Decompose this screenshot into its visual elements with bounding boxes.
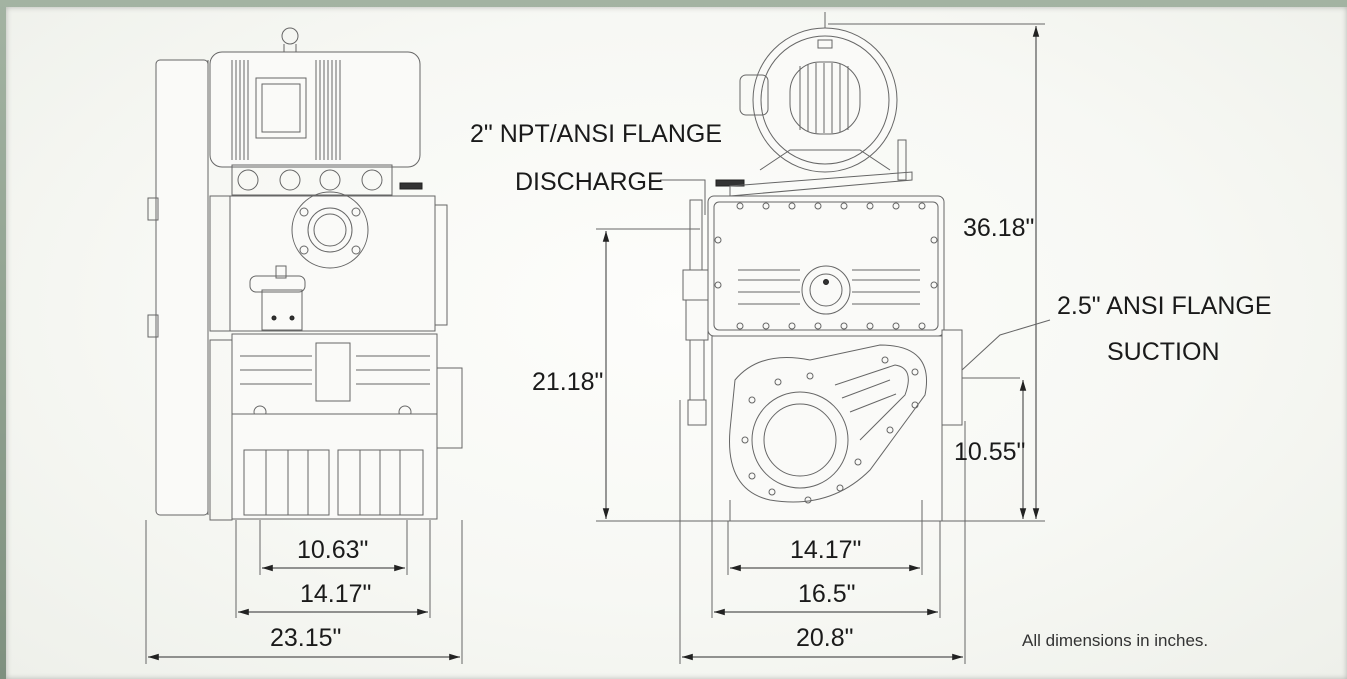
motor [209, 27, 423, 196]
motor-fan-cover [715, 12, 913, 197]
suction-label-line2: SUCTION [1107, 338, 1220, 366]
dim-side-inner-width: 14.17" [790, 536, 861, 564]
dim-front-overall-width: 23.15" [270, 624, 341, 652]
dim-side-mid-width: 16.5" [798, 580, 856, 608]
front-dimension-lines [145, 520, 463, 664]
dim-suction-height: 10.55" [954, 438, 1025, 466]
dim-side-overall-width: 20.8" [796, 624, 854, 652]
upper-housing [209, 191, 448, 332]
side-dimension-lines [596, 23, 1051, 664]
side-lower-housing [711, 329, 1020, 522]
discharge-label-line2: DISCHARGE [515, 168, 664, 196]
suction-label-line1: 2.5" ANSI FLANGE [1057, 292, 1272, 320]
discharge-label-line1: 2" NPT/ANSI FLANGE [470, 120, 722, 148]
dim-discharge-height: 21.18" [532, 368, 603, 396]
dim-front-inner-width: 10.63" [297, 536, 368, 564]
side-view-pump [682, 12, 1020, 522]
units-note: All dimensions in inches. [1022, 631, 1208, 650]
side-upper-housing [707, 195, 945, 337]
front-view-pump [147, 27, 463, 521]
dim-overall-height: 36.18" [963, 214, 1034, 242]
lower-housing [209, 333, 463, 521]
discharge-pipe [682, 199, 709, 426]
dim-front-mid-width: 14.17" [300, 580, 371, 608]
